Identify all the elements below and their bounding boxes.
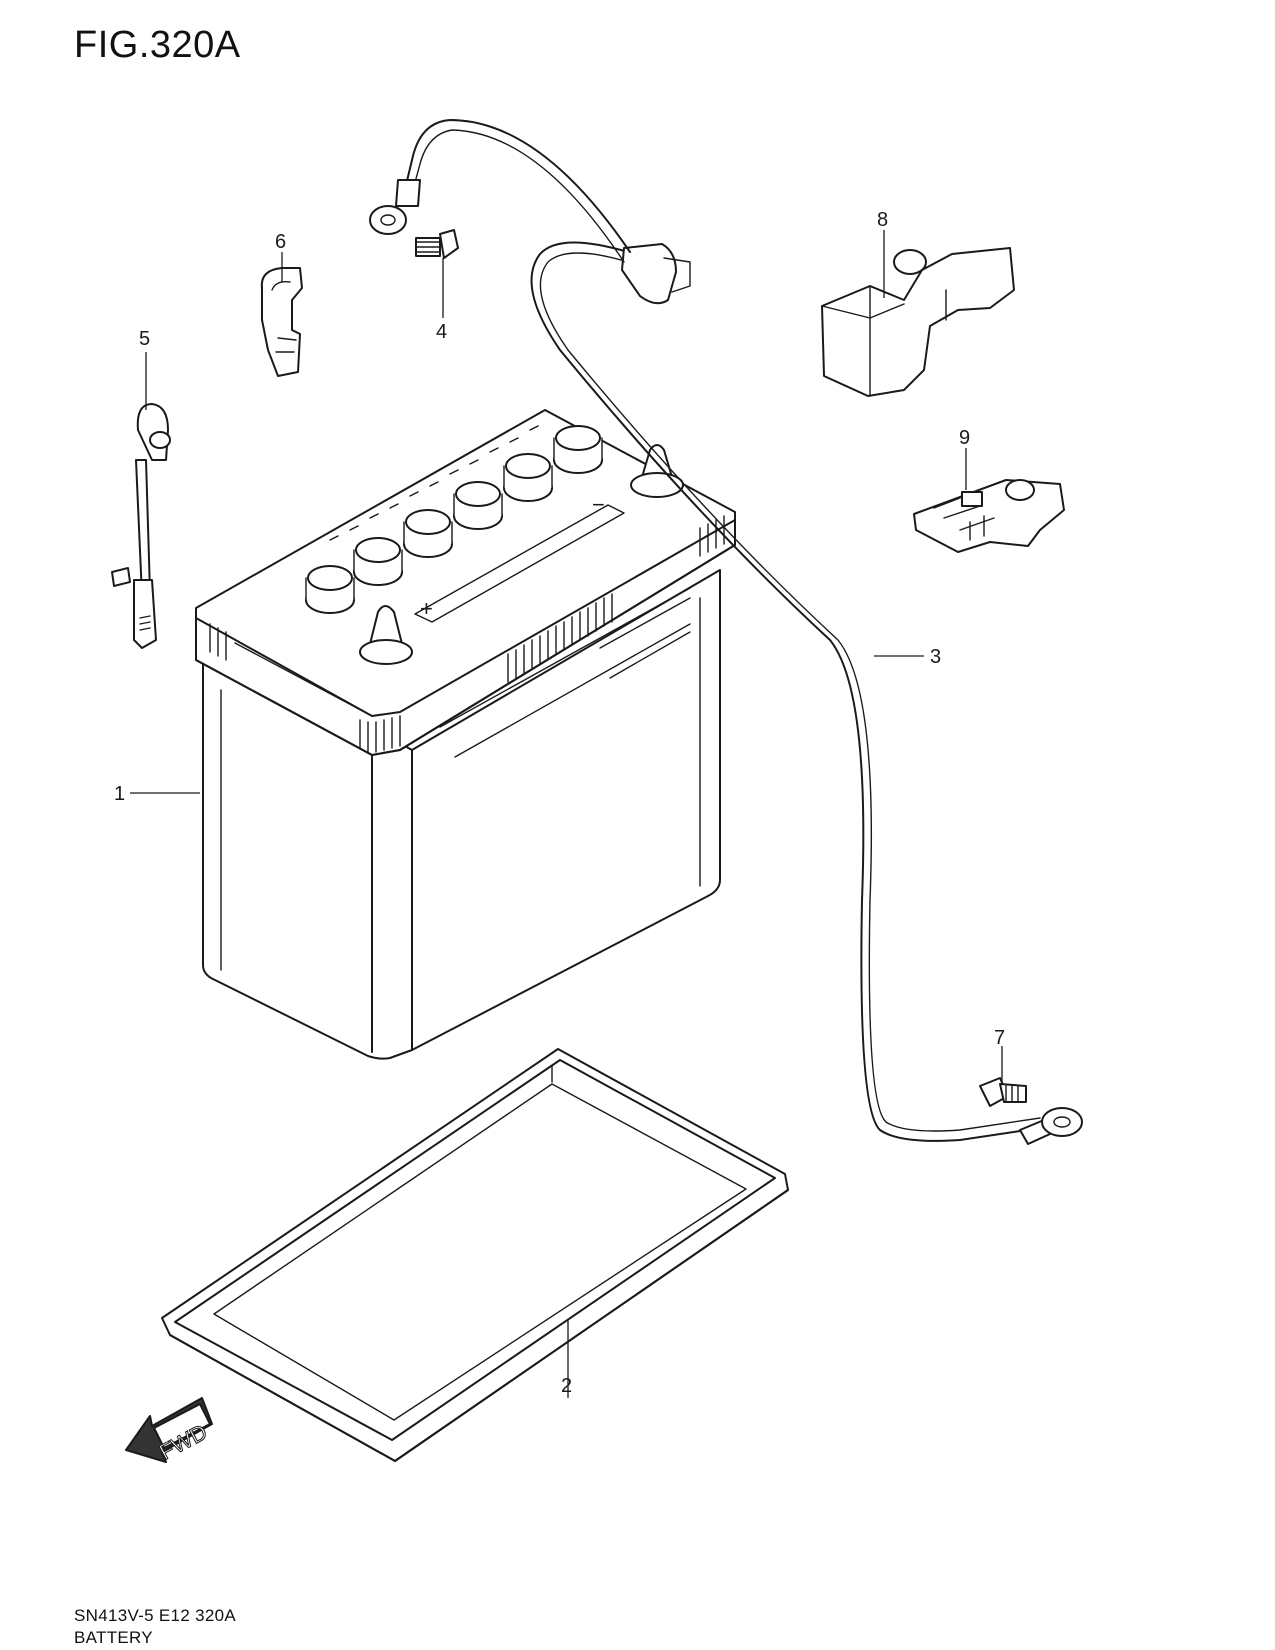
callout-8: 8 xyxy=(877,209,888,231)
clamp-drawing xyxy=(260,267,303,377)
svg-text:−: − xyxy=(592,492,605,517)
callout-3: 3 xyxy=(930,646,941,668)
callout-2: 2 xyxy=(561,1375,572,1397)
callout-6: 6 xyxy=(275,231,286,253)
figure-title: FIG.320A xyxy=(74,24,241,66)
breather-hose-drawing xyxy=(111,403,171,649)
battery-drawing: + − xyxy=(195,409,736,1060)
footer-figure-name: BATTERY xyxy=(74,1628,153,1647)
terminal-cover-drawing xyxy=(821,247,1015,397)
battery-cable-drawing xyxy=(369,119,1083,1145)
bolt-7-drawing xyxy=(979,1077,1027,1107)
fwd-arrow: FWD xyxy=(125,1397,213,1465)
terminal-drawing xyxy=(913,479,1065,553)
callout-7: 7 xyxy=(994,1027,1005,1049)
callout-5: 5 xyxy=(139,328,150,350)
callout-9: 9 xyxy=(959,427,970,449)
callout-1: 1 xyxy=(114,783,125,805)
battery-tray-drawing xyxy=(161,1048,789,1462)
footer-model-code: SN413V-5 E12 320A xyxy=(74,1606,236,1625)
callout-4: 4 xyxy=(436,321,447,343)
bolt-4-drawing xyxy=(415,229,459,259)
callouts: 1 2 3 4 5 6 7 8 9 xyxy=(114,209,1005,1398)
svg-text:+: + xyxy=(420,596,433,621)
